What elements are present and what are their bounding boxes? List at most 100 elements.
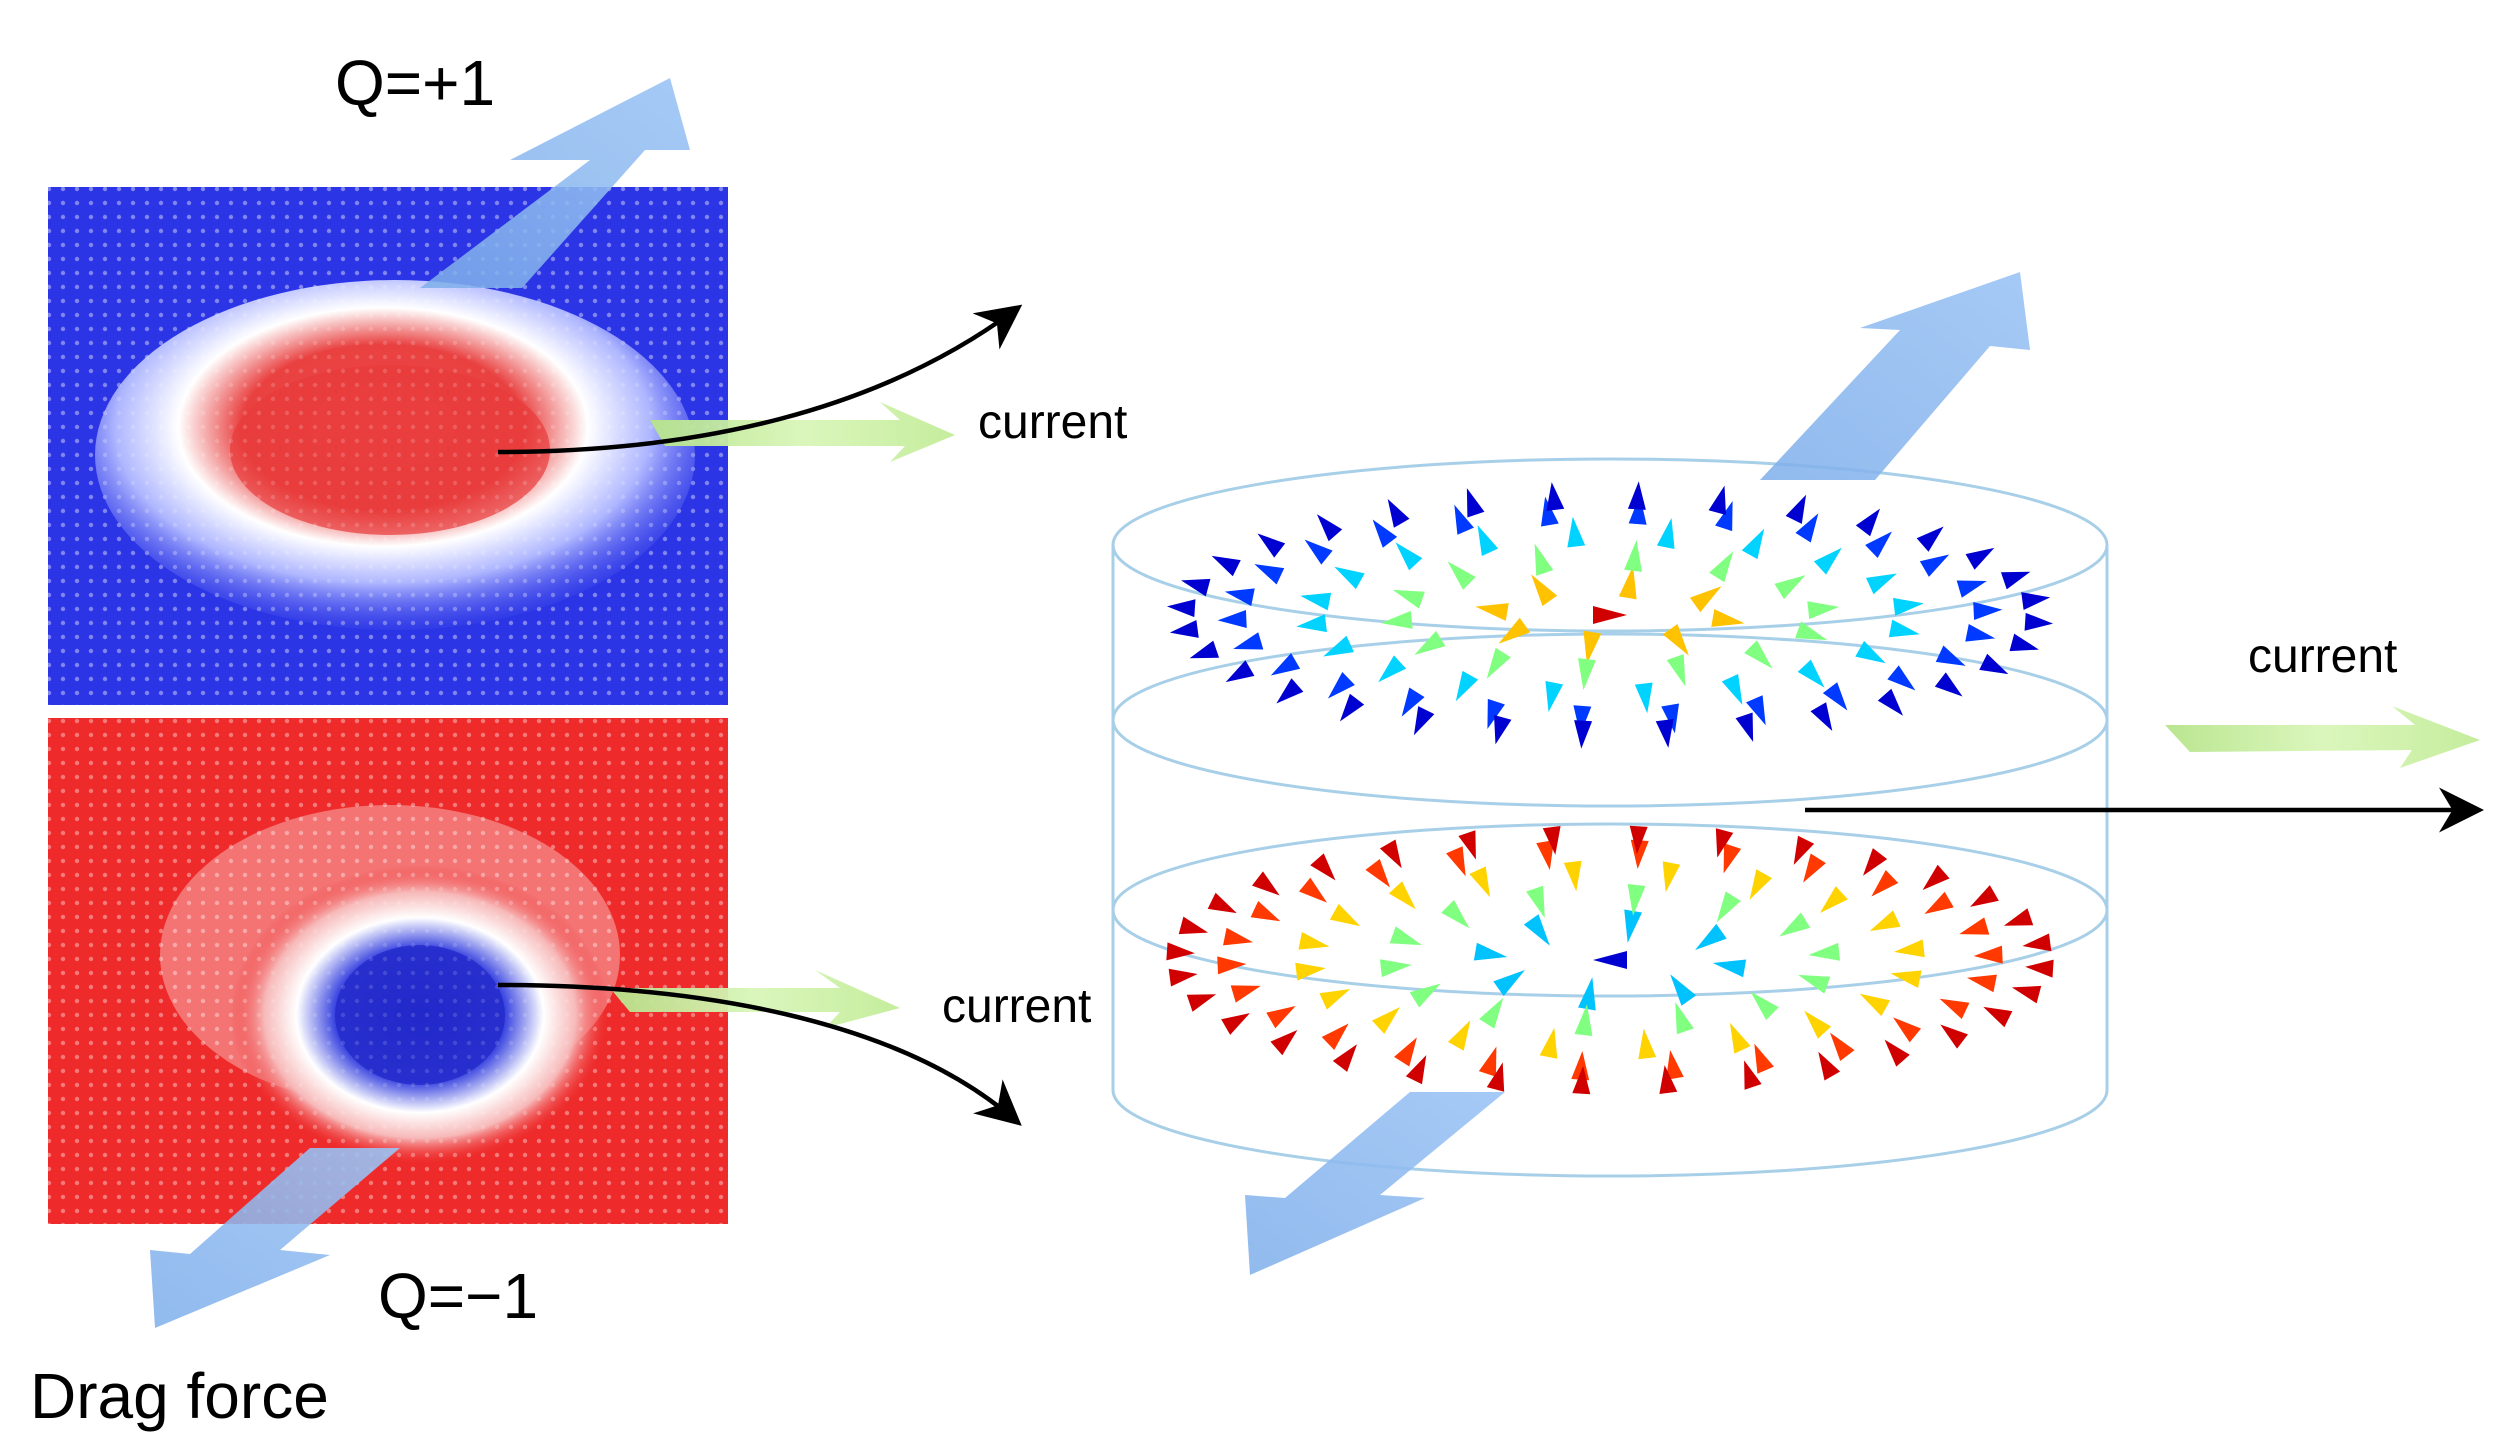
spin-cone [1379, 959, 1412, 978]
spin-cone [1545, 681, 1564, 713]
spin-cone [1973, 945, 2003, 964]
spin-cone [1372, 1006, 1401, 1034]
spin-cone [1392, 589, 1425, 609]
spin-cone [1401, 687, 1425, 717]
spin-cone [1956, 580, 1987, 598]
spin-cone [1670, 974, 1697, 1006]
spin-cone [1539, 1027, 1558, 1059]
spin-cone [1405, 1055, 1427, 1085]
spin-cone [1223, 927, 1253, 946]
spin-cone [1395, 542, 1423, 571]
spin-cone [1498, 617, 1531, 644]
spin-cone [1469, 866, 1491, 898]
spin-cone [1531, 574, 1558, 606]
spin-cone [1628, 495, 1647, 525]
spin-cone [1695, 923, 1727, 950]
spin-cone [1716, 891, 1741, 923]
drag-arrow-top-left [420, 78, 690, 288]
spin-cones-bottom-layer [1166, 825, 2054, 1095]
spin-cone [1749, 869, 1773, 900]
spin-cone [1475, 603, 1509, 621]
spin-cone [1940, 1024, 1968, 1049]
spin-cone [1624, 540, 1642, 572]
spin-cone [1715, 501, 1733, 532]
spin-cone [1207, 892, 1237, 914]
spin-cone [1855, 508, 1881, 537]
spin-cone [1298, 877, 1327, 903]
spin-cone [1189, 640, 1220, 659]
spin-cone [1323, 635, 1355, 657]
spin-cone [1454, 504, 1474, 535]
spin-cone [1270, 653, 1301, 676]
spin-cone [2009, 633, 2039, 652]
spin-cone [1224, 588, 1255, 607]
drag-arrow-top-right [1760, 272, 2030, 480]
spin-cone [1659, 1065, 1678, 1095]
spin-cone [1893, 597, 1924, 616]
spin-cone [1869, 910, 1901, 932]
spin-cone [1634, 682, 1653, 714]
spin-cone [1546, 482, 1565, 512]
spin-cone [1666, 654, 1686, 687]
spin-cone [1166, 599, 1196, 618]
drag-arrow-bottom-right [1245, 1092, 1505, 1275]
spin-cone [1916, 526, 1944, 552]
spin-cones-top-layer [1166, 481, 2054, 749]
spin-cone [2021, 592, 2051, 610]
spin-cone [1441, 900, 1470, 929]
spin-cone [1859, 993, 1891, 1017]
spin-cone [1890, 970, 1922, 989]
spin-cone [1830, 1032, 1855, 1061]
spin-cone [1379, 839, 1402, 869]
spin-cone [1665, 1050, 1684, 1080]
spin-cone [1526, 885, 1545, 918]
spin-cone [1563, 860, 1582, 892]
spin-cone [1689, 586, 1722, 613]
spin-cone [2003, 908, 2034, 926]
spin-cone [1296, 614, 1327, 633]
spin-cone [1712, 959, 1747, 978]
spin-cone [1894, 939, 1925, 958]
spin-cone [1409, 983, 1441, 1008]
spin-cone [1711, 609, 1745, 627]
spin-cone [1970, 885, 1999, 907]
spin-cone [1225, 660, 1255, 683]
spin-cone [1394, 1037, 1417, 1067]
label-drag-force: Drag force [30, 1360, 329, 1432]
spin-cone [1865, 573, 1897, 595]
spin-cone [1276, 678, 1304, 704]
spin-cone [1983, 1006, 2013, 1028]
spin-cone [2025, 959, 2054, 978]
spin-cone [1803, 853, 1826, 883]
spin-cone [1578, 977, 1596, 1011]
spin-cone [1638, 1028, 1657, 1060]
current-arrow-top [650, 402, 955, 462]
spin-cone [1721, 673, 1743, 705]
spin-cone [1321, 1023, 1349, 1050]
spin-cone [1166, 942, 1195, 961]
spin-cone [1466, 488, 1485, 518]
spin-cone [1822, 682, 1848, 711]
spin-cone [1493, 970, 1525, 997]
spin-cone [1813, 547, 1842, 575]
spin-cone [1785, 494, 1807, 524]
spin-cone [1795, 513, 1819, 543]
spin-cone [1329, 903, 1361, 927]
spin-cone [1266, 1005, 1296, 1029]
spin-cone [1793, 835, 1815, 865]
spin-cone [1715, 828, 1734, 858]
spin-cone [1310, 853, 1336, 881]
spin-cone [1627, 883, 1646, 916]
spin-cone [1221, 1013, 1250, 1035]
spin-cone [1233, 632, 1264, 650]
spin-cone [1339, 693, 1365, 722]
spin-cone [1662, 861, 1681, 893]
spin-cone [1808, 942, 1841, 961]
spin-cone [1818, 1051, 1841, 1081]
spin-cone [1754, 1043, 1774, 1074]
spin-cone [1729, 1022, 1751, 1054]
spin-cone [1389, 926, 1422, 946]
cylinder-bottom-rim [1111, 1089, 2109, 1178]
spin-cone [1211, 555, 1241, 577]
spin-cone [1230, 985, 1261, 1003]
